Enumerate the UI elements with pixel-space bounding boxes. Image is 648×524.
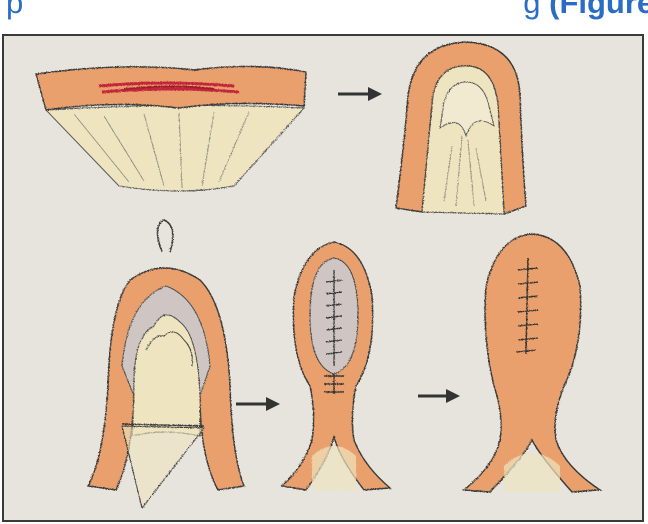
caption-fragment-start: p — [6, 0, 23, 20]
caption-fragment-mid: g — [523, 0, 540, 20]
arrow-3-icon — [418, 389, 460, 403]
stage-1-open-tissue — [36, 66, 306, 191]
stage-5-final-result — [464, 234, 600, 492]
stage-1-lining-fan — [46, 105, 304, 191]
caption-text: p g (Figure 1) — [6, 0, 648, 23]
stage-4-closed-loop — [282, 242, 390, 490]
stage-2-tubularized-flap — [396, 42, 526, 214]
figure-caption: p g (Figure 1) — [0, 0, 648, 34]
surgical-stages-illustration — [2, 34, 644, 522]
stage-3-triangle — [122, 426, 204, 508]
arrow-2-icon — [236, 397, 280, 411]
stage-3-suspended-flap — [88, 220, 244, 508]
arrow-1-icon — [338, 87, 382, 101]
stage-3-suspension-loop — [157, 220, 172, 252]
figure-reference: (Figure 1) — [549, 0, 648, 20]
stage-4-base-lining — [312, 446, 356, 490]
